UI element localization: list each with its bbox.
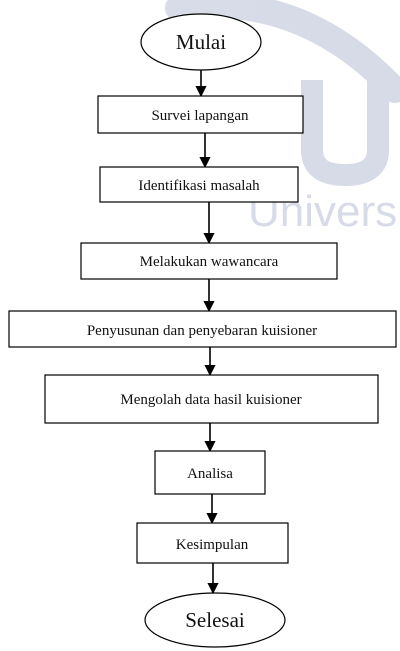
start-label: Mulai [176,30,226,54]
end-terminator-shape [144,592,286,648]
identify-label: Identifikasi masalah [138,178,260,194]
survey-process-box [97,95,304,134]
conclusion-node: Kesimpulan [136,522,289,564]
conclusion-process-box [136,522,289,564]
analysis-node: Analisa [154,450,266,495]
questionnaire-process-box [8,310,397,348]
start-terminator-shape [140,13,262,71]
interview-label: Melakukan wawancara [140,254,279,270]
survey-node: Survei lapangan [97,95,304,134]
identify-node: Identifikasi masalah [99,166,299,203]
flow-arrows [195,70,219,595]
questionnaire-label: Penyusunan dan penyebaran kuisioner [87,323,317,339]
identify-process-box [99,166,299,203]
analysis-label: Analisa [187,466,233,482]
process-process-box [44,374,379,424]
questionnaire-node: Penyusunan dan penyebaran kuisioner [8,310,397,348]
interview-node: Melakukan wawancara [80,242,338,280]
interview-process-box [80,242,338,280]
survey-label: Survei lapangan [151,108,249,124]
analysis-process-box [154,450,266,495]
watermark-logo-u [301,80,389,187]
process-label: Mengolah data hasil kuisioner [120,392,301,408]
start-node: Mulai [140,13,262,71]
watermark-logo-arc [165,0,400,103]
end-node: Selesai [144,592,286,648]
process-node: Mengolah data hasil kuisioner [44,374,379,424]
end-label: Selesai [185,608,245,632]
conclusion-label: Kesimpulan [176,537,249,553]
